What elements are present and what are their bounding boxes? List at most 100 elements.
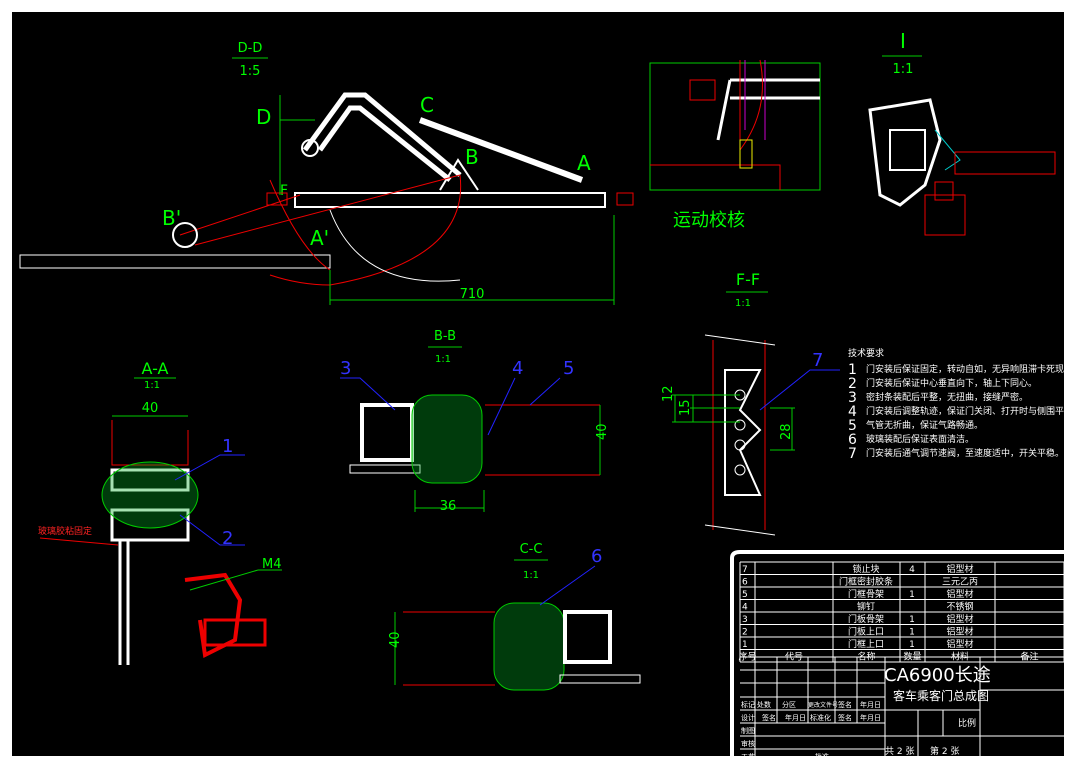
callout-4: 4 [512,358,523,379]
part-name: 门板骨架 [848,613,884,625]
label-b: B [465,145,479,169]
label-d: D [256,105,271,129]
part-material: 铝型材 [946,613,973,625]
part-number: 2 [742,628,748,638]
aa-dim-40: 40 [142,401,159,416]
part-number: 7 [742,565,748,575]
req-text: 门安装后保证中心垂直向下，轴上下同心。 [866,377,1037,389]
bb-dim-40: 40 [595,423,610,440]
i-scale: 1:1 [893,62,914,77]
part-quantity: 1 [909,590,915,600]
cc-title: C-C [520,542,543,557]
cc-scale: 1:1 [523,570,539,581]
part-number: 5 [742,590,748,600]
part-name: 锁止块 [852,563,879,575]
aa-thread-m4: M4 [262,557,282,572]
aa-title: A-A [142,359,169,378]
cc-dim-40: 40 [388,631,403,648]
sign-cell: 更改文件号 [808,701,838,709]
drawing-background [12,12,1064,756]
ff-dim-28: 28 [779,423,794,440]
ff-dim-15: 15 [678,399,693,416]
sign-cell: 分区 [782,700,796,709]
part-material: 三元乙丙 [942,577,978,588]
view-bb: B-B 1:1 40 36 3 4 5 [340,329,610,514]
ff-scale: 1:1 [735,298,751,309]
aa-scale: 1:1 [144,380,160,391]
callout-1: 1 [222,436,233,457]
label-c: C [420,93,434,117]
callout-2: 2 [222,528,233,549]
part-material: 铝型材 [946,588,973,600]
part-name: 门板上口 [848,626,884,638]
sheet-total: 共 2 张 [885,746,914,757]
req-number: 4 [848,404,857,420]
label-a: A [577,151,591,175]
dd-title: D-D [238,41,263,56]
req-text: 气管无折曲，保证气路畅通。 [866,419,983,431]
label-a-prime: A' [310,226,329,250]
requirements-title: 技术要求 [848,347,884,359]
bb-title: B-B [434,329,456,344]
part-name: 铆钉 [857,601,875,613]
part-number: 6 [742,578,748,588]
part-quantity: 1 [909,615,915,625]
role-label: 工艺 [741,753,755,761]
view-cc: C-C 1:1 40 6 [388,542,641,691]
sign-cell: 处数 [757,700,771,709]
bb-dim-36: 36 [440,499,457,514]
bb-scale: 1:1 [435,354,451,365]
role-label: 制图 [741,726,755,735]
req-text: 玻璃装配后保证表面清洁。 [866,433,974,445]
req-number: 2 [848,376,857,392]
sign-cell: 签名 [838,700,852,709]
req-number: 5 [848,418,857,434]
role-label: 批准 [815,752,829,761]
callout-6: 6 [591,546,602,567]
req-number: 7 [848,446,857,462]
scale-label: 比例 [958,717,976,729]
sign-cell: 年月日 [860,700,881,709]
view-ff: F-F 1:1 12 15 28 7 [661,270,840,536]
view-dd: D-D 1:5 D C B A B' A' F 710 [19,41,634,305]
part-material: 不锈钢 [946,601,973,613]
motion-title: 运动校核 [673,210,745,231]
part-material: 铝型材 [946,626,973,638]
view-detail-i: I 1:1 [868,29,1056,236]
part-quantity: 4 [909,565,915,575]
sign-cell: 标准化 [810,713,831,722]
callout-7: 7 [812,350,823,371]
ff-title: F-F [736,270,760,289]
part-number: 3 [742,615,748,625]
sign-cell: 年月日 [860,713,881,722]
aa-glass-note: 玻璃胶粘固定 [38,525,92,537]
dim-710: 710 [460,287,485,302]
sign-cell: 签名 [838,713,852,722]
label-b-prime: B' [162,206,181,230]
dd-scale: 1:5 [240,64,261,79]
part-material: 铝型材 [946,638,973,650]
part-name: 门框密封胶条 [839,576,893,588]
view-aa: A-A 1:1 40 玻璃胶粘固定 M4 1 2 [38,359,282,665]
part-quantity: 1 [909,640,915,650]
part-material: 铝型材 [946,563,973,575]
view-motion-check: 运动校核 [649,59,821,231]
part-number: 1 [742,640,748,650]
callout-3: 3 [340,358,351,379]
part-name: 门框上口 [848,638,884,650]
sign-cell: 标记 [741,700,755,709]
req-text: 门安装后通气调节速阀，至速度适中，开关平稳。 [866,447,1064,459]
sign-cell: 签名 [762,713,776,722]
drawing-title-line1: CA6900长途 [884,665,991,686]
ff-dim-12: 12 [661,385,676,402]
callout-5: 5 [563,358,574,379]
part-number: 4 [742,603,748,613]
req-text: 门安装后调整轨迹，保证门关闭、打开时与侧围平行。 [866,405,1076,417]
i-title: I [900,29,906,53]
sign-cell: 设计 [741,713,755,722]
req-text: 密封条装配后平整，无扭曲，接缝严密。 [866,391,1028,403]
req-number: 3 [848,390,857,406]
sign-cell: 年月日 [785,713,806,722]
